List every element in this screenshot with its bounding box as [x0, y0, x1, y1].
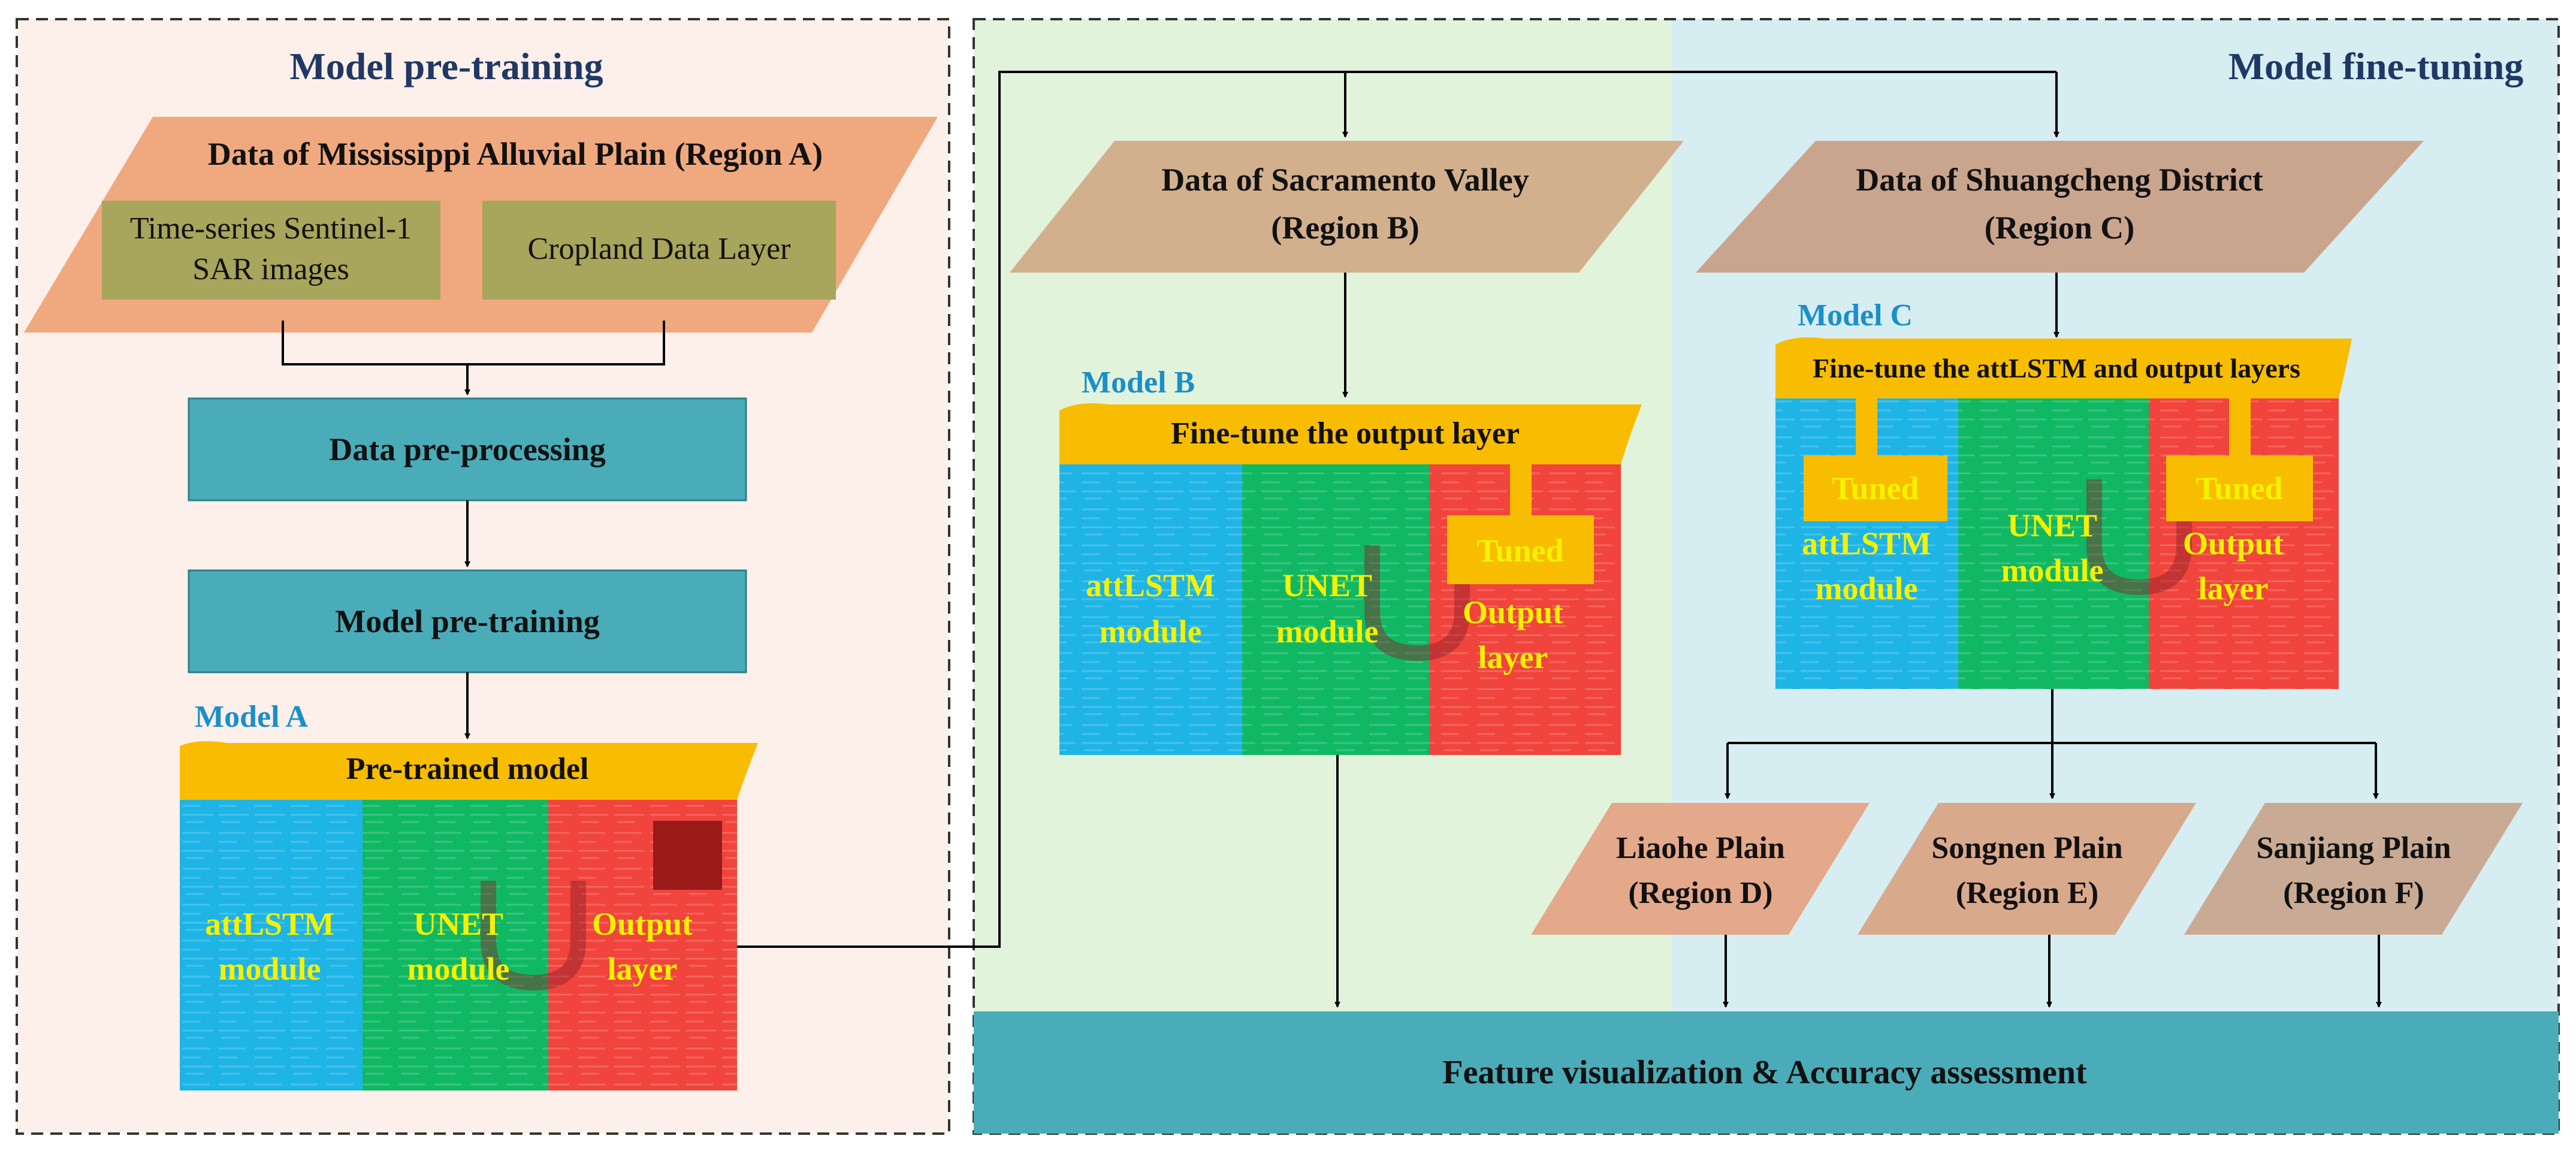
model-c-tuned-badge-1 [1804, 455, 1947, 521]
model-c-output-l2: layer [2198, 570, 2269, 606]
model-a-label: Model A [195, 700, 309, 734]
model-b: Fine-tune the output layer Tuned attLSTM… [1059, 403, 1642, 755]
model-b-tuned-text: Tuned [1476, 533, 1563, 569]
preprocessing-box [188, 397, 747, 502]
connector-model-a-to-finetune [737, 71, 2056, 948]
model-c-tuned-stem-2 [2229, 398, 2251, 455]
model-c: Fine-tune the attLSTM and output layers … [1775, 337, 2352, 689]
model-a-unet-l1: UNET [413, 906, 503, 942]
model-b-unet-l1: UNET [1282, 567, 1372, 603]
region-d-line1: Liaohe Plain [1616, 831, 1785, 865]
pretraining-label: Model pre-training [335, 603, 599, 639]
model-a-sketch [180, 800, 737, 1090]
model-b-header-label: Fine-tune the output layer [1171, 416, 1520, 451]
model-c-tuned-stem-1 [1856, 398, 1877, 455]
region-e-line2: (Region E) [1956, 876, 2098, 910]
model-c-attlstm-l2: module [1815, 570, 1917, 606]
model-b-unet-l2: module [1276, 614, 1378, 650]
region-e-data: Songnen Plain (Region E) [1858, 803, 2196, 935]
model-b-output-l2: layer [1478, 639, 1548, 675]
model-b-attlstm-l2: module [1099, 614, 1201, 650]
model-b-label: Model B [1082, 365, 1195, 400]
model-c-unet-l2: module [2001, 552, 2103, 588]
region-a-data: Data of Mississippi Alluvial Plain (Regi… [24, 117, 938, 333]
assessment-label: Feature visualization & Accuracy assessm… [1442, 1054, 2087, 1091]
region-c-data: Data of Shuangcheng District (Region C) [1696, 141, 2424, 273]
assessment-box [974, 1011, 2559, 1134]
model-a-output-l1: Output [592, 906, 693, 942]
cdl-input-box [482, 201, 836, 300]
model-b-attlstm-l1: attLSTM [1086, 567, 1215, 603]
region-c-line1: Data of Shuangcheng District [1856, 162, 2263, 198]
sentinel-input-line2: SAR images [192, 252, 349, 286]
model-b-tuned-badge [1447, 515, 1594, 584]
model-a-header-label: Pre-trained model [346, 752, 589, 786]
model-c-tuned-text-2: Tuned [2196, 470, 2282, 506]
model-a-attlstm-l1: attLSTM [205, 906, 334, 942]
region-b-data: Data of Sacramento Valley (Region B) [1010, 141, 1684, 273]
model-c-tuned-text-1: Tuned [1832, 470, 1919, 506]
model-a: Pre-trained model attLSTM module UNET mo… [180, 741, 758, 1090]
model-a-output-l2: layer [608, 951, 678, 987]
model-c-unet-l1: UNET [2007, 507, 2097, 543]
region-c-line2: (Region C) [1985, 210, 2134, 246]
model-a-attlstm-l2: module [218, 951, 321, 987]
connector-inputs-merge [282, 321, 665, 365]
region-b-line1: Data of Sacramento Valley [1161, 162, 1529, 198]
region-f-line1: Sanjiang Plain [2256, 831, 2451, 865]
model-c-u-shape [2086, 479, 2192, 596]
model-b-output-l1: Output [1463, 594, 1563, 630]
model-c-header-label: Fine-tune the attLSTM and output layers [1813, 353, 2300, 383]
model-c-output-l1: Output [2183, 525, 2284, 561]
model-c-attlstm-l1: attLSTM [1802, 525, 1931, 561]
model-a-unet-l2: module [407, 951, 509, 987]
finetuning-title: Model fine-tuning [2228, 45, 2523, 87]
region-b-line2: (Region B) [1271, 210, 1419, 246]
preprocessing-label: Data pre-processing [329, 431, 605, 467]
model-a-thumbnail [653, 821, 722, 890]
model-b-u-shape [1364, 545, 1470, 661]
pretraining-panel-border [16, 18, 950, 1135]
region-a-title: Data of Mississippi Alluvial Plain (Regi… [208, 136, 823, 172]
model-a-header [180, 741, 758, 800]
region-f-data: Sanjiang Plain (Region F) [2184, 803, 2523, 935]
pretraining-title: Model pre-training [289, 45, 603, 87]
model-c-label: Model C [1798, 298, 1913, 333]
model-a-u-shape [481, 881, 586, 991]
cdl-input-label: Cropland Data Layer [528, 232, 791, 266]
region-e-line1: Songnen Plain [1931, 831, 2122, 865]
model-c-header [1775, 337, 2352, 398]
sentinel-input-line1: Time-series Sentinel-1 [130, 212, 412, 246]
model-c-tuned-badge-2 [2166, 455, 2313, 521]
region-d-data: Liaohe Plain (Region D) [1531, 803, 1870, 935]
region-f-line2: (Region F) [2283, 876, 2424, 910]
sentinel-input-box [102, 201, 440, 300]
model-b-tuned-stem [1510, 464, 1532, 515]
region-d-line2: (Region D) [1628, 876, 1772, 910]
model-b-header [1059, 403, 1642, 464]
